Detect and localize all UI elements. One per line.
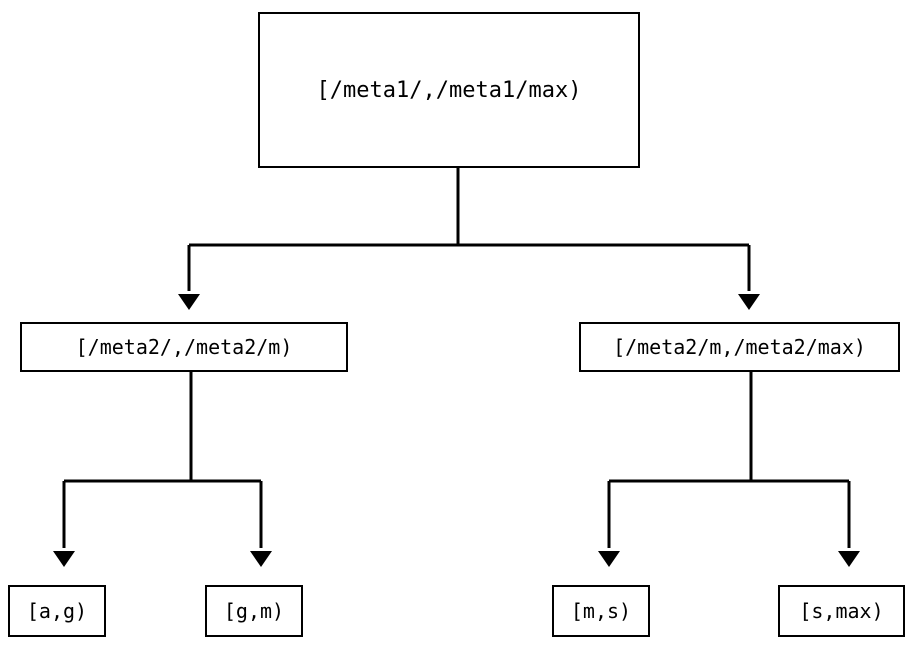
arrowhead-root-to-mid-left: [178, 294, 200, 310]
tree-node-root: [/meta1/,/meta1/max): [258, 12, 640, 168]
tree-node-leaf-gm: [g,m): [205, 585, 303, 637]
tree-node-leaf-gm-label: [g,m): [223, 599, 285, 623]
arrowhead-root-to-mid-right: [738, 294, 760, 310]
tree-node-leaf-smax: [s,max): [778, 585, 905, 637]
tree-node-root-label: [/meta1/,/meta1/max): [316, 77, 582, 103]
tree-node-leaf-ag: [a,g): [8, 585, 106, 637]
arrowhead-mid-right-to-leaf-ms: [598, 551, 620, 567]
arrowhead-mid-right-to-leaf-smax: [838, 551, 860, 567]
tree-node-leaf-ag-label: [a,g): [26, 599, 88, 623]
tree-node-mid-left: [/meta2/,/meta2/m): [20, 322, 348, 372]
arrowhead-mid-left-to-leaf-ag: [53, 551, 75, 567]
tree-node-leaf-ms-label: [m,s): [570, 599, 632, 623]
tree-node-mid-right: [/meta2/m,/meta2/max): [579, 322, 900, 372]
tree-node-mid-right-label: [/meta2/m,/meta2/max): [613, 335, 866, 359]
tree-node-mid-left-label: [/meta2/,/meta2/m): [75, 335, 293, 359]
arrowhead-mid-left-to-leaf-gm: [250, 551, 272, 567]
tree-node-leaf-smax-label: [s,max): [799, 599, 884, 623]
tree-node-leaf-ms: [m,s): [552, 585, 650, 637]
